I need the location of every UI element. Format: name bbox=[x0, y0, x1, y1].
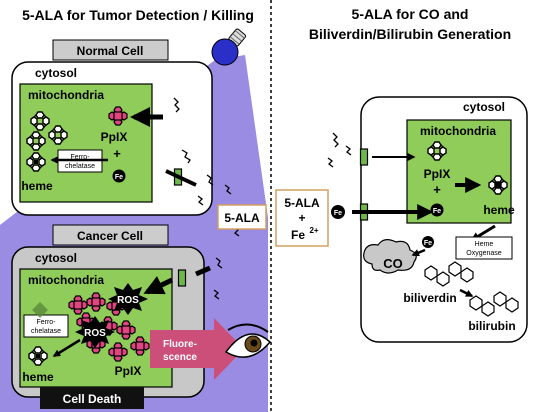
eye-icon bbox=[224, 323, 272, 358]
bilirubin-arrow bbox=[459, 288, 474, 298]
right-inner-fe-circle bbox=[430, 203, 444, 217]
right-panel-title-line1: 5-ALA for CO and bbox=[352, 6, 469, 22]
cancer-ala-arrow-out bbox=[195, 265, 211, 277]
cell-death-label-box bbox=[40, 387, 144, 409]
right-fe-label: Fe bbox=[334, 210, 342, 217]
ala-fe-superscript: 2+ bbox=[309, 226, 318, 235]
right-fe-circle bbox=[331, 205, 345, 219]
normal-ferro-line1: Ferro- bbox=[70, 154, 90, 161]
lightbulb-icon bbox=[211, 28, 246, 66]
cancer-heme-label: heme bbox=[22, 370, 54, 384]
normal-ppix-label: PpIX bbox=[101, 130, 128, 144]
cancer-ferro-line2: chelatase bbox=[31, 328, 61, 335]
normal-ferro-line2: chelatase bbox=[65, 163, 95, 170]
fluorescence-arrow bbox=[150, 318, 244, 380]
cancer-cell-label: Cancer Cell bbox=[77, 229, 143, 243]
heme-oxygenase-line1: Heme bbox=[475, 241, 494, 248]
ros-burst-2 bbox=[75, 316, 115, 348]
right-panel-title-line2: Biliverdin/Bilirubin Generation bbox=[309, 26, 511, 42]
cancer-ferro-line1: Ferro- bbox=[36, 319, 56, 326]
released-fe-label: Fe bbox=[424, 240, 432, 247]
heme-oxygenase-box bbox=[455, 236, 513, 260]
co-arrow bbox=[411, 248, 426, 257]
ala-fe-plus: + bbox=[298, 211, 305, 225]
bilirubin-molecule bbox=[469, 291, 519, 317]
cancer-ferro-arrow bbox=[52, 338, 81, 358]
cancer-ppix-label: PpIX bbox=[115, 364, 142, 378]
right-mitochondria-label: mitochondria bbox=[420, 124, 496, 138]
right-cytosol-label: cytosol bbox=[463, 100, 505, 114]
co-label: CO bbox=[383, 256, 403, 271]
cancer-mitochondria-label: mitochondria bbox=[28, 273, 104, 287]
cancer-squiggles bbox=[213, 257, 223, 300]
normal-fe-label: Fe bbox=[115, 174, 123, 181]
released-fe-circle bbox=[422, 236, 434, 248]
right-heme-label: heme bbox=[483, 203, 515, 217]
fluorescence-line1: Fluore- bbox=[163, 339, 197, 350]
cancer-cell-label-box bbox=[52, 224, 169, 246]
right-plus: + bbox=[433, 182, 441, 197]
cancer-cytosol-label: cytosol bbox=[35, 251, 77, 265]
fluorescence-line2: scence bbox=[163, 352, 197, 363]
cancer-ala-arrow-in bbox=[143, 276, 174, 295]
normal-heme-label: heme bbox=[21, 179, 53, 193]
normal-channel-crossbar bbox=[165, 169, 197, 187]
biliverdin-label: biliverdin bbox=[403, 291, 456, 305]
normal-squiggles bbox=[173, 97, 240, 237]
normal-cell-label-box bbox=[52, 39, 169, 61]
normal-cell-label: Normal Cell bbox=[77, 44, 144, 58]
heme-oxygenase-line2: Oxygenase bbox=[466, 250, 502, 257]
normal-mitochondria-label: mitochondria bbox=[28, 88, 104, 102]
ros-label-1: ROS bbox=[117, 295, 139, 306]
normal-fe-circle bbox=[112, 169, 126, 183]
right-inner-fe-label: Fe bbox=[433, 208, 441, 215]
ala-fe-fe: Fe bbox=[291, 228, 305, 242]
bilirubin-label: bilirubin bbox=[468, 319, 515, 333]
ala-box-left-label: 5-ALA bbox=[224, 211, 260, 225]
cancer-faded-diamond-1 bbox=[32, 302, 48, 318]
right-squiggles bbox=[327, 132, 352, 168]
ala-box-left bbox=[217, 204, 267, 230]
cancer-ferrochelatase-box bbox=[23, 314, 69, 338]
co-cloud bbox=[363, 239, 417, 274]
left-panel-title: 5-ALA for Tumor Detection / Killing bbox=[22, 7, 254, 23]
biliverdin-molecule bbox=[424, 261, 474, 287]
cell-death-label: Cell Death bbox=[63, 392, 122, 406]
ala-fe-box bbox=[275, 189, 329, 247]
ros-burst-1 bbox=[108, 283, 148, 315]
normal-cytosol-label: cytosol bbox=[35, 66, 77, 80]
right-ppix-label: PpIX bbox=[424, 167, 451, 181]
ros-label-2: ROS bbox=[84, 328, 106, 339]
normal-plus: + bbox=[113, 146, 121, 161]
ala-fe-line1: 5-ALA bbox=[284, 196, 320, 210]
